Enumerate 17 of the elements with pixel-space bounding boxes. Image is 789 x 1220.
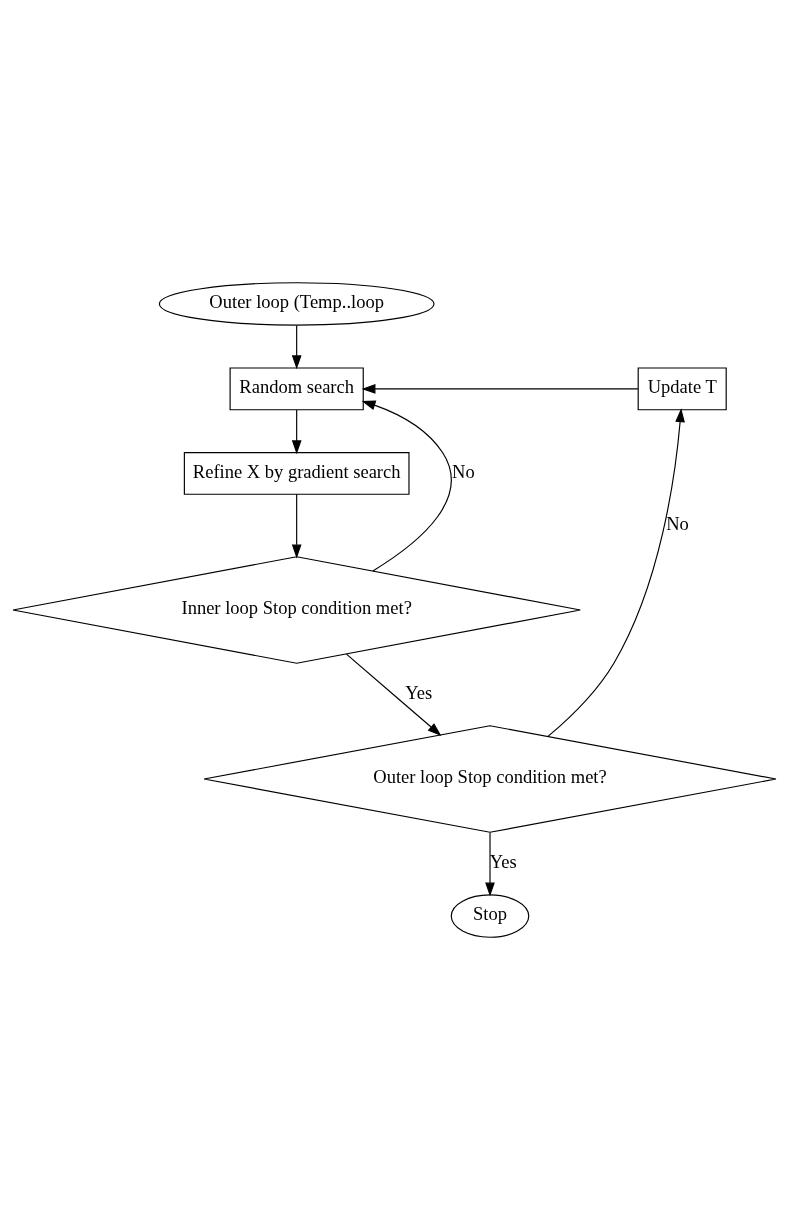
arrow	[291, 324, 302, 370]
node-diamond: Inner loop Stop condition met?	[12, 556, 581, 664]
node-ellipse: Stop	[450, 894, 530, 938]
arrow	[291, 493, 302, 559]
arrow	[345, 653, 442, 736]
arrow	[361, 384, 639, 394]
arrow	[291, 409, 302, 455]
edge-label: No	[666, 512, 689, 534]
arrow	[361, 400, 452, 572]
arrow	[547, 408, 685, 737]
edge-label: No	[452, 460, 475, 482]
edge-label: Yes	[405, 681, 433, 703]
node-box: Refine X by gradient search	[183, 451, 410, 495]
arrow	[485, 832, 495, 897]
node-box: Random search	[229, 367, 364, 411]
node-ellipse: Outer loop (Temp..loop	[158, 282, 435, 326]
node-box: Update T	[637, 367, 727, 411]
